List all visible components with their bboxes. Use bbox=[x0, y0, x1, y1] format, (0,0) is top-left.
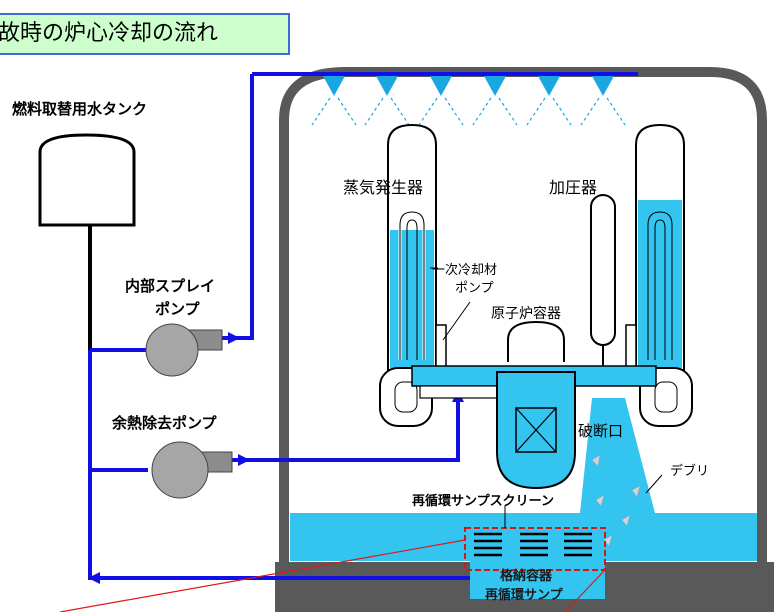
break-point-label: 破断口 bbox=[578, 422, 624, 440]
reactor-vessel-label: 原子炉容器 bbox=[491, 306, 561, 322]
debris-pieces bbox=[591, 454, 641, 547]
coolant-pump-right bbox=[625, 324, 637, 371]
spray-pump-label-line1: 内部スプレイ bbox=[125, 277, 216, 295]
steam-generator-left bbox=[387, 123, 437, 371]
diagram-title: 故時の炉心冷却の流れ bbox=[0, 13, 290, 55]
debris-leader bbox=[645, 474, 663, 494]
steam-generator-label: 蒸気発生器 bbox=[343, 178, 424, 197]
rhr-pump bbox=[151, 441, 233, 499]
flow-arrowheads bbox=[88, 332, 464, 584]
sump-screen-label: 再循環サンプスクリーン bbox=[412, 494, 554, 509]
callout-line-right bbox=[564, 569, 606, 612]
tank-label: 燃料取替用水タンク bbox=[12, 100, 148, 118]
sump-water-pool bbox=[290, 513, 757, 561]
coolant-pump-label-line1: 一次冷却材 bbox=[432, 263, 498, 278]
sump-pit bbox=[470, 561, 605, 599]
spray-pump bbox=[145, 323, 223, 377]
break-water-jet bbox=[580, 398, 655, 513]
rhr-pump-label: 余熱除去ポンプ bbox=[112, 414, 217, 432]
sump-screens bbox=[474, 532, 592, 557]
sump-label-line2: 再循環サンプ bbox=[485, 588, 563, 603]
debris-label: デブリ bbox=[670, 464, 710, 479]
coolant-pump-leader bbox=[442, 301, 471, 341]
spray-nozzles bbox=[323, 76, 614, 96]
cold-leg-pipe bbox=[419, 385, 501, 399]
coolant-pump-left bbox=[435, 324, 447, 371]
callout-line-left bbox=[59, 539, 466, 612]
steam-generator-right bbox=[635, 123, 685, 371]
spray-pump-label-line2: ポンプ bbox=[155, 300, 200, 318]
reactor-vessel bbox=[496, 320, 576, 490]
pressurizer-vessel bbox=[590, 194, 616, 346]
refueling-water-tank bbox=[38, 133, 136, 227]
spray-droplets bbox=[311, 97, 626, 126]
sump-label-line1: 格納容器 bbox=[500, 569, 553, 584]
pressurizer-label: 加圧器 bbox=[549, 178, 598, 197]
coolant-pump-label-line2: ポンプ bbox=[455, 281, 494, 296]
sump-screen-outline bbox=[464, 527, 606, 571]
